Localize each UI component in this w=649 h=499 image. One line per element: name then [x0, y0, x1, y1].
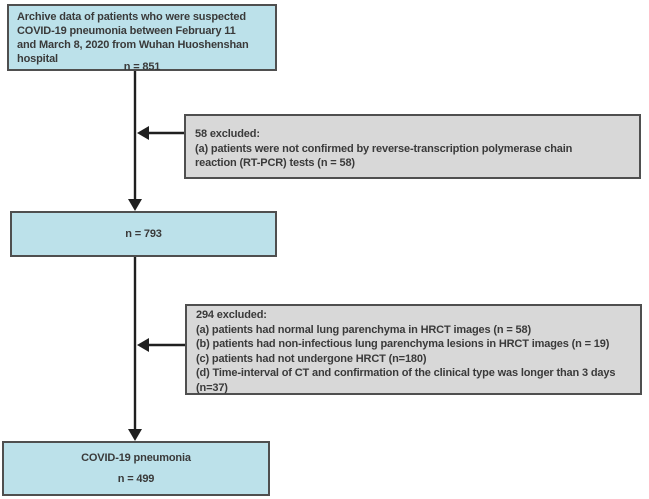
flow-box-excluded-294: 294 excluded: (a) patients had normal lu… [185, 304, 642, 395]
flow-box-cohort: n = 793 [10, 211, 277, 257]
excluded-294-reason-b: (b) patients had non-infectious lung par… [196, 338, 610, 350]
excluded-58-reason-a: (a) patients were not confirmed by rever… [195, 142, 573, 155]
arrowhead-left-excluded-294 [137, 338, 149, 352]
arrowhead-left-excluded-58 [137, 126, 149, 140]
excluded-294-reason-d-cont: (n=37) [196, 381, 228, 394]
arrowhead-down-to-final [128, 429, 142, 441]
arrowhead-down-to-cohort [128, 199, 142, 211]
flow-box-source: Archive data of patients who were suspec… [7, 4, 277, 73]
excluded-58-reason-a-cont: reaction (RT-PCR) tests (n = 58) [195, 157, 355, 169]
excluded-294-reason-c: (c) patients had not undergone HRCT (n=1… [196, 352, 427, 365]
flow-box-excluded-58: 58 excluded: (a) patients were not confi… [184, 114, 641, 179]
final-title: COVID-19 pneumonia [81, 452, 191, 464]
source-line-2: COVID-19 pneumonia between February 11 [17, 25, 236, 37]
cohort-count: n = 793 [125, 227, 162, 240]
excluded-294-header: 294 excluded: [196, 309, 267, 321]
source-line-3: and March 8, 2020 from Wuhan Huoshenshan [17, 39, 249, 51]
source-line-1: Archive data of patients who were suspec… [17, 11, 246, 23]
source-line-4: hospital [17, 53, 58, 65]
excluded-58-header: 58 excluded: [195, 128, 260, 140]
flow-box-final: COVID-19 pneumonia n = 499 [2, 441, 270, 496]
excluded-294-reason-d: (d) Time-interval of CT and confirmation… [196, 367, 616, 379]
final-count: n = 499 [117, 472, 155, 485]
source-count: n = 851 [123, 61, 161, 73]
excluded-294-reason-a: (a) patients had normal lung parenchyma … [196, 323, 531, 336]
